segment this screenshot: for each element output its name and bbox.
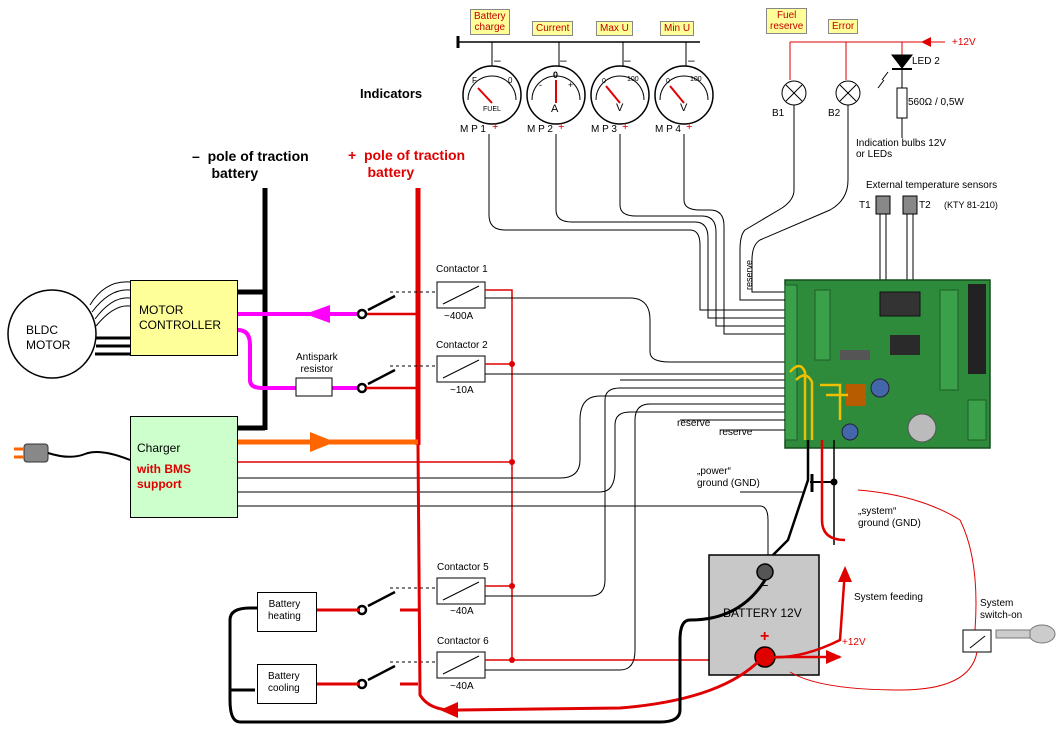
meter2-minus: – [560,53,567,67]
control-board-pcb [784,279,991,449]
sensor-t1: T1 [859,200,871,211]
meter3-scale-100: 100 [627,76,639,83]
charger-title: Charger [137,441,181,455]
bldc-motor [7,281,131,379]
bulbs-note: Indication bulbs 12V or LEDs [856,138,947,160]
traction-poles [262,188,421,445]
meter3-id: M P 3 [591,124,617,135]
reserve-wires [680,299,785,431]
contactor1-name: Contactor 1 [436,264,488,275]
plus-return-wire [416,444,762,712]
power-plug [14,443,131,463]
contactor5-name: Contactor 5 [437,562,489,573]
meter4-plus: + [686,121,693,133]
meter3-scale-0: 0 [602,78,606,85]
reserve-label-2: reserve [719,427,753,438]
indicators-title: Indicators [360,86,423,101]
meter-mp2 [526,65,586,125]
indication-bulbs [739,41,940,301]
meter1-scale-f: F [472,76,477,85]
meter-tag-battery-charge: Battery charge [470,9,510,35]
charger: Charger with BMS support [130,416,238,518]
antispark-label: Antispark resistor [296,352,338,375]
contactor1-rating: ~400A [444,311,474,322]
charger-subtitle: with BMS support [137,462,191,491]
contactor-switches [356,294,418,690]
contactor2-name: Contactor 2 [436,340,488,351]
b2-label: B2 [828,108,841,119]
meter-wires [488,134,785,335]
contactor6-name: Contactor 6 [437,636,489,647]
meter2-scale-zero: 0 [553,70,559,80]
meter4-minus: – [688,53,695,67]
ground-wires [740,440,838,561]
reserve-label-1: reserve [677,418,711,429]
meter-mp1 [462,65,522,125]
meter2-unit: A [551,103,559,115]
meter2-plus: + [558,121,565,133]
power-ground-label: „power“ ground (GND) [697,466,760,489]
aux-load-wires [316,608,418,686]
meter-mp3 [590,65,650,125]
battery12-label: BATTERY 12V [723,606,802,620]
minus-return-wire [228,579,767,724]
meter1-unit: FUEL [483,106,501,113]
control-wires [238,297,785,671]
meter-tag-min-u: Min U [660,21,695,36]
plus-12v-bottom: +12V [842,637,866,648]
bldc-label: BLDC MOTOR [26,323,71,352]
system-switch [789,489,1056,691]
error-tag: Error [828,19,859,34]
meter1-minus: – [494,53,501,67]
meter-mp4 [654,65,714,125]
meter3-plus: + [622,121,629,133]
battery-heating-label: Battery heating [268,599,301,622]
contactor6-rating: ~40A [450,681,474,692]
meter4-unit: V [680,102,688,114]
fuel-reserve-tag: Fuel reserve [766,8,808,34]
bus-nodes [509,361,515,663]
meter4-id: M P 4 [655,124,681,135]
battery-12v [708,554,820,676]
motor-controller: MOTOR CONTROLLER [130,280,238,356]
system-ground-label: „system“ ground (GND) [858,506,921,529]
sensor-model: (KTY 81-210) [944,200,998,210]
sensors-title: External temperature sensors [866,180,998,191]
meter3-unit: V [616,102,624,114]
contactor2-rating: ~10A [450,385,474,396]
contactor-coils [436,281,486,679]
meter1-scale-0: 0 [508,76,513,85]
led2-label: LED 2 [912,56,940,67]
meter4-scale-0: 0 [666,78,670,85]
meter-tag-max-u: Max U [596,21,633,36]
battery-cooling: Battery cooling [257,664,317,704]
meter-tag-current: Current [532,21,574,36]
meter2-scale-plus: + [568,80,574,90]
battery12-plus: + [760,628,770,645]
meter4-scale-100: 100 [690,76,702,83]
system-feeding-label: System feeding [854,592,923,603]
battery12-minus: – [760,576,768,592]
system-switch-label: System switch-on [980,598,1023,621]
b1-label: B1 [772,108,785,119]
meter-ground-bus [456,36,700,66]
plus-pole-label: + pole of traction battery [348,147,466,180]
sensor-t2: T2 [919,200,931,211]
meter2-scale-minus: - [539,80,542,90]
meter2-id: M P 2 [527,124,553,135]
plus-12v-top: +12V [952,37,976,48]
meter3-minus: – [624,53,631,67]
pcb-jumpers [789,364,848,440]
meter1-plus: + [492,121,499,133]
meter1-id: M P 1 [460,124,486,135]
contactor5-rating: ~40A [450,606,474,617]
resistor-label: 560Ω / 0,5W [908,97,964,108]
minus-pole-label: – pole of traction battery [192,148,309,181]
battery-cooling-label: Battery cooling [268,671,300,694]
reserve-vertical: reserve [744,259,754,290]
motor-controller-label: MOTOR CONTROLLER [139,303,222,332]
contactor-dashes [390,291,437,663]
battery-heating: Battery heating [257,592,317,632]
